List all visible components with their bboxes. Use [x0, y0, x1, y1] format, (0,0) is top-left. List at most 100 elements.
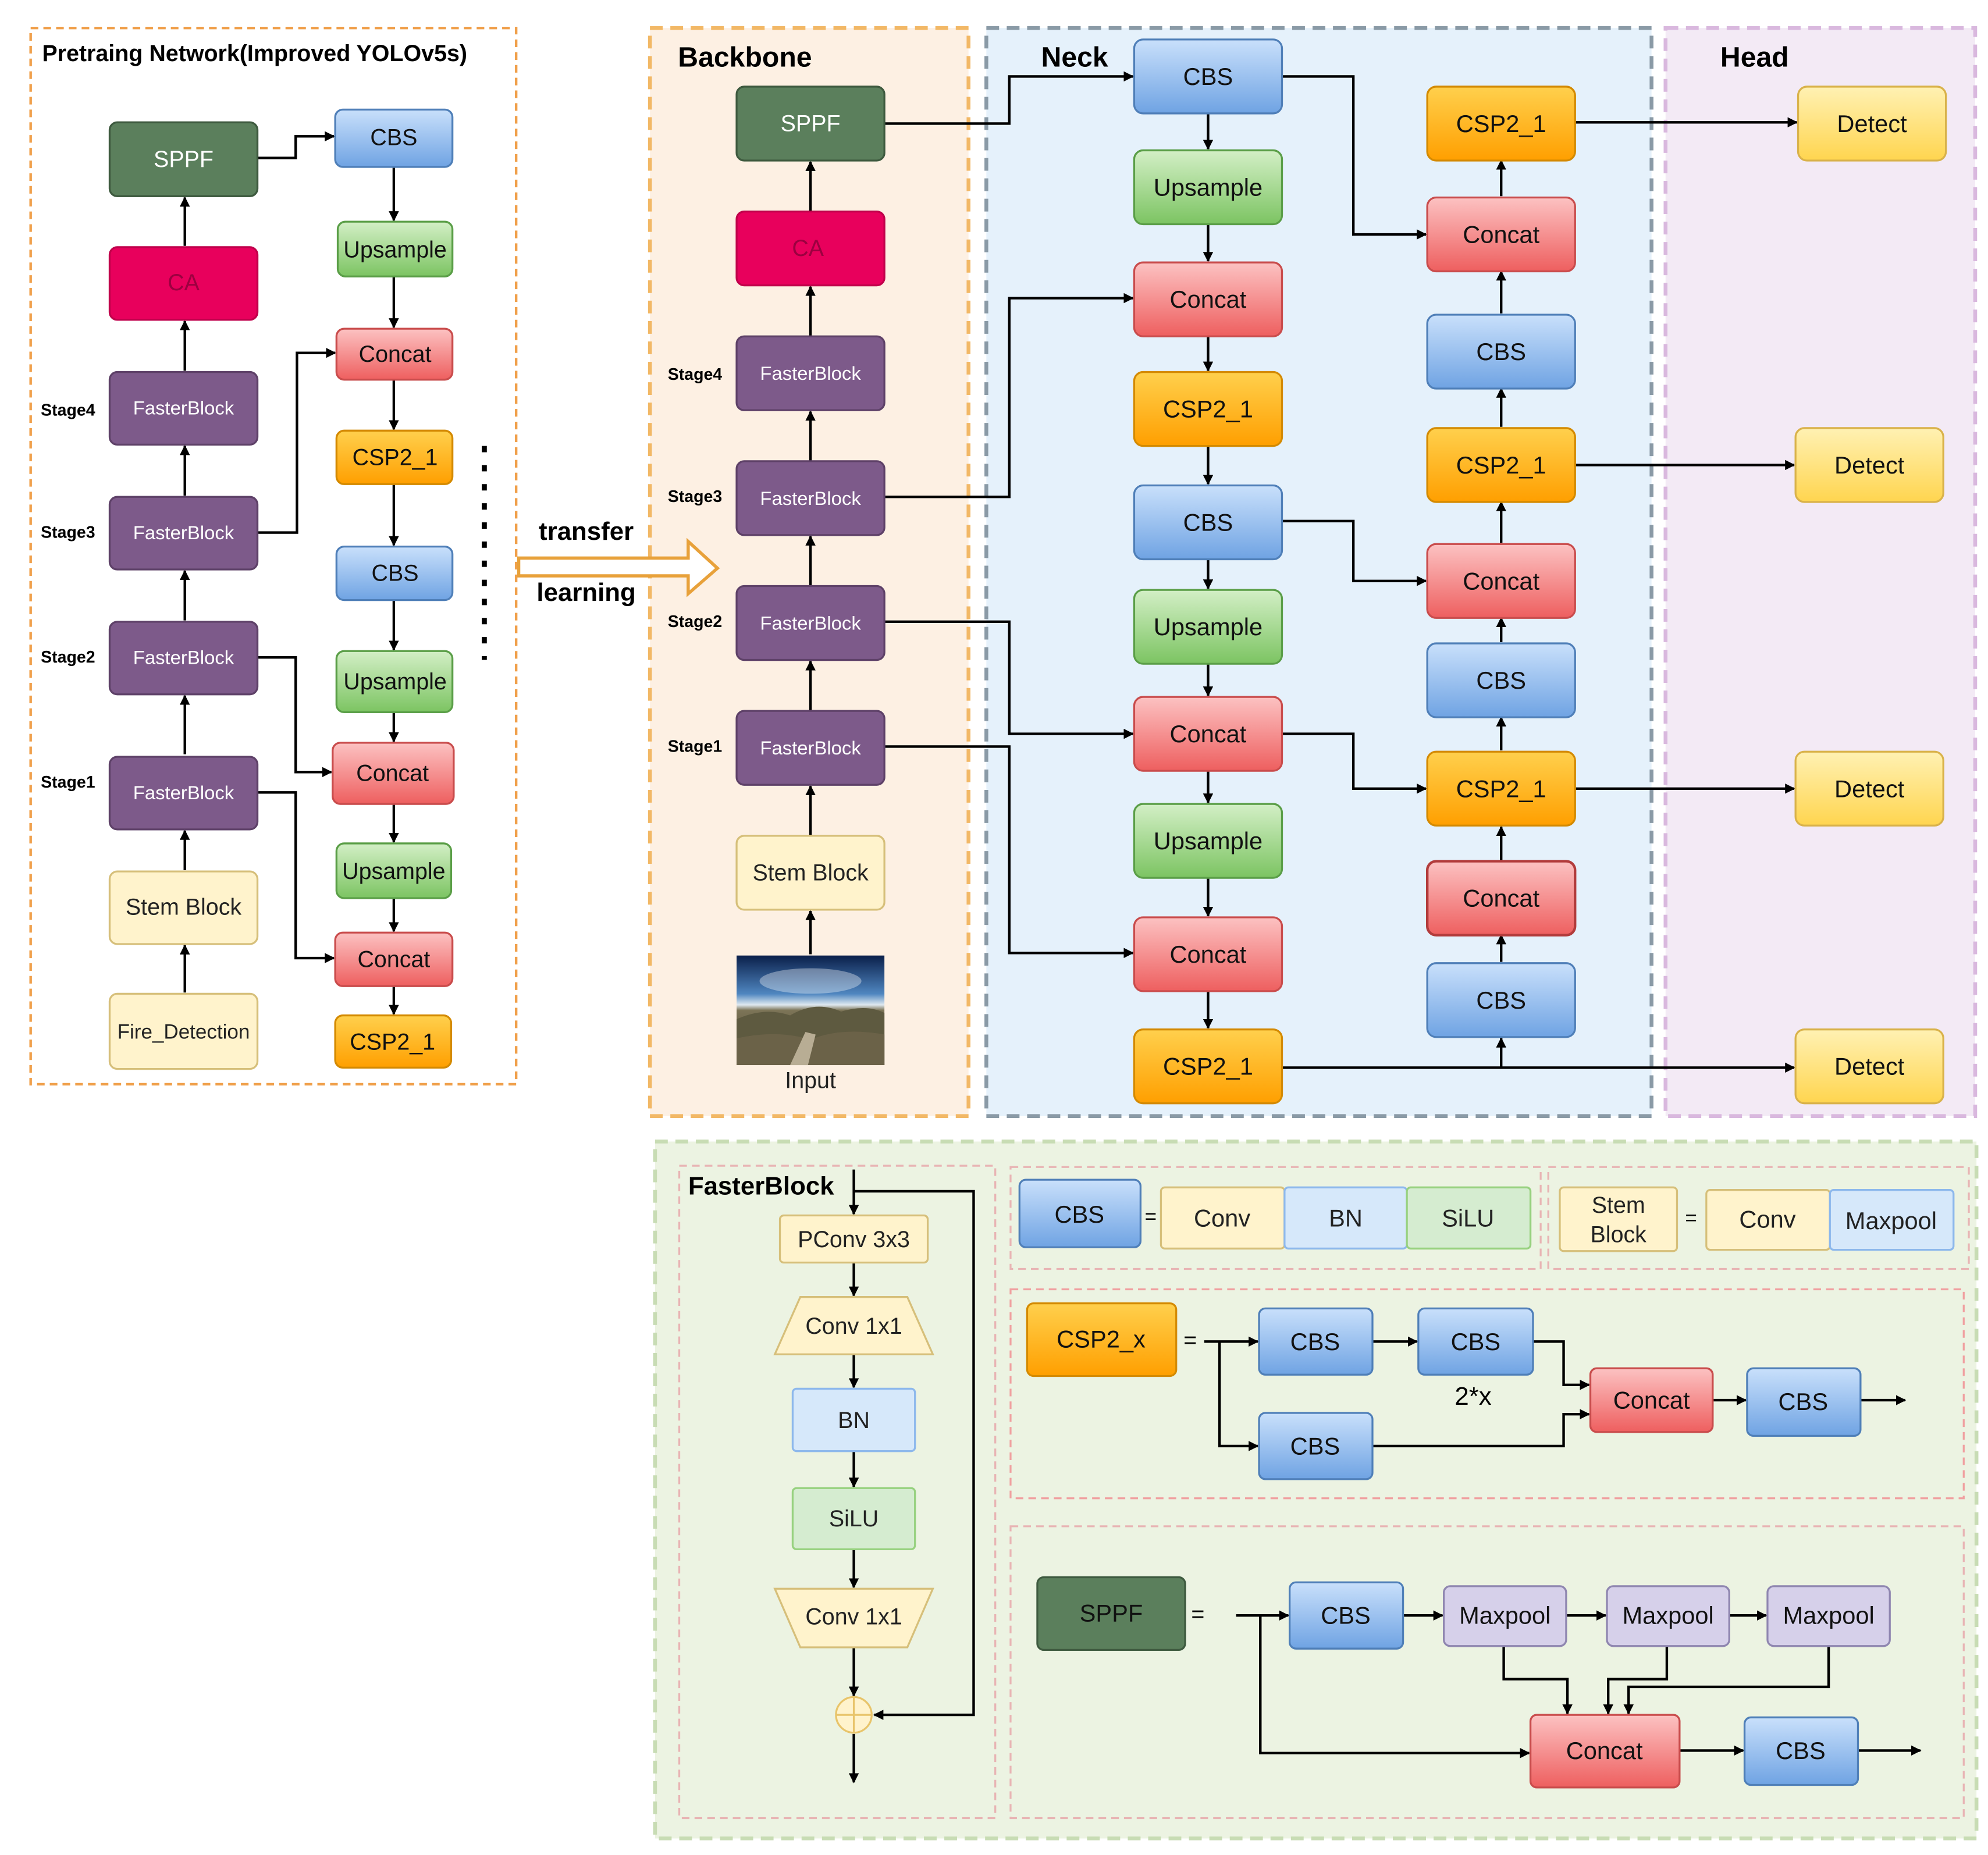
svg-text:Maxpool: Maxpool	[1459, 1602, 1550, 1629]
svg-text:Block: Block	[1591, 1222, 1647, 1247]
svg-text:CBS: CBS	[1476, 987, 1526, 1014]
legend-sppf-maxpool-3: Maxpool	[1766, 1585, 1891, 1647]
pretrain-fasterblock-1: FasterBlock	[108, 756, 259, 831]
legend-csp-repeat: 2*x	[1454, 1382, 1491, 1411]
svg-text:Maxpool: Maxpool	[1845, 1207, 1937, 1234]
svg-text:Upsample: Upsample	[343, 669, 446, 695]
svg-text:Maxpool: Maxpool	[1623, 1602, 1714, 1629]
svg-text:Detect: Detect	[1834, 775, 1905, 802]
neck-c2-csp-3: CSP2_1	[1426, 750, 1576, 827]
legend-stem-maxpool: Maxpool	[1829, 1189, 1955, 1251]
legend-cbs-bn: BN	[1283, 1186, 1408, 1250]
svg-text:FasterBlock: FasterBlock	[760, 737, 861, 759]
svg-text:CBS: CBS	[1779, 1388, 1829, 1415]
svg-text:SPPF: SPPF	[154, 147, 214, 172]
neck-c2-cbs-1: CBS	[1426, 314, 1576, 390]
svg-text:Concat: Concat	[359, 341, 432, 367]
svg-text:CBS: CBS	[1776, 1737, 1826, 1764]
backbone-title: Backbone	[678, 42, 812, 73]
svg-text:Detect: Detect	[1834, 451, 1905, 479]
backbone-stage1-label: Stage1	[668, 737, 723, 756]
detect-box-2: Detect	[1794, 427, 1944, 503]
svg-text:Conv: Conv	[1194, 1204, 1250, 1231]
legend-conv1x1-a: Conv 1x1	[773, 1296, 934, 1355]
svg-text:Stem Block: Stem Block	[752, 860, 869, 885]
legend-sppf-name: SPPF	[1036, 1576, 1186, 1651]
svg-text:CSP2_1: CSP2_1	[1456, 110, 1546, 137]
svg-text:Stem: Stem	[1592, 1192, 1645, 1218]
backbone-fasterblock-1: FasterBlock	[735, 710, 885, 786]
detect-box-3: Detect	[1794, 750, 1944, 827]
legend-conv1x1-b: Conv 1x1	[773, 1587, 934, 1649]
legend-csp-panel	[1009, 1288, 1965, 1500]
legend-sppf-cbs-a: CBS	[1288, 1581, 1404, 1650]
backbone-sppf-box: SPPF	[735, 86, 885, 162]
neck-c2-cbs-2: CBS	[1426, 642, 1576, 718]
transfer-learning-arrow	[517, 537, 720, 597]
svg-text:Concat: Concat	[1613, 1387, 1690, 1414]
legend-csp-concat: Concat	[1589, 1367, 1714, 1433]
svg-text:CSP2_x: CSP2_x	[1057, 1325, 1146, 1352]
legend-cbs-name: CBS	[1018, 1178, 1142, 1248]
svg-text:Stem Block: Stem Block	[126, 894, 242, 920]
legend-stem-name: Stem Block	[1559, 1186, 1678, 1252]
svg-text:CSP2_1: CSP2_1	[1163, 396, 1253, 423]
svg-text:CSP2_1: CSP2_1	[1456, 775, 1546, 802]
residual-add-icon	[835, 1696, 873, 1734]
pretrain-stage2-label: Stage2	[41, 648, 95, 667]
legend-silu-box: SiLU	[791, 1487, 916, 1550]
detect-box-1: Detect	[1797, 86, 1947, 162]
svg-text:CBS: CBS	[1054, 1201, 1104, 1228]
svg-text:FasterBlock: FasterBlock	[133, 522, 234, 543]
learning-label: learning	[536, 578, 635, 607]
svg-text:Concat: Concat	[356, 760, 429, 786]
backbone-stem-block: Stem Block	[735, 835, 885, 911]
head-panel	[1663, 26, 1978, 1118]
svg-text:Conv 1x1: Conv 1x1	[805, 1313, 902, 1339]
pretrain-concat-1: Concat	[335, 327, 454, 381]
svg-text:CBS: CBS	[1321, 1602, 1371, 1629]
svg-text:Upsample: Upsample	[1154, 613, 1262, 640]
svg-text:PConv 3x3: PConv 3x3	[798, 1227, 910, 1252]
legend-sppf-maxpool-2: Maxpool	[1606, 1585, 1730, 1647]
neck-c2-concat-1: Concat	[1426, 196, 1576, 273]
svg-text:Concat: Concat	[1463, 221, 1539, 248]
pretrain-cbs-2: CBS	[335, 545, 454, 601]
svg-text:CBS: CBS	[1476, 667, 1526, 694]
pretrain-stage3-label: Stage3	[41, 524, 95, 542]
svg-text:CBS: CBS	[1183, 63, 1233, 90]
backbone-fasterblock-2: FasterBlock	[735, 585, 885, 661]
svg-text:Upsample: Upsample	[342, 859, 445, 884]
legend-cbs-conv: Conv	[1160, 1186, 1286, 1250]
head-title: Head	[1720, 42, 1789, 73]
pretrain-upsample-1: Upsample	[336, 220, 454, 277]
svg-text:FasterBlock: FasterBlock	[760, 362, 861, 384]
svg-text:CBS: CBS	[370, 125, 417, 151]
svg-text:CBS: CBS	[1451, 1328, 1501, 1355]
legend-bn-box: BN	[791, 1387, 916, 1452]
svg-text:Maxpool: Maxpool	[1783, 1602, 1874, 1629]
svg-text:Upsample: Upsample	[1154, 827, 1262, 854]
svg-text:CSP2_1: CSP2_1	[1163, 1053, 1253, 1080]
svg-text:CBS: CBS	[372, 561, 419, 586]
svg-text:Concat: Concat	[1170, 941, 1247, 968]
svg-text:FasterBlock: FasterBlock	[760, 613, 861, 634]
pretrain-ca-box: CA	[108, 246, 259, 321]
svg-text:CBS: CBS	[1183, 509, 1233, 536]
svg-text:FasterBlock: FasterBlock	[133, 782, 234, 803]
svg-text:CBS: CBS	[1476, 338, 1526, 365]
neck-c1-upsample-1: Upsample	[1133, 149, 1283, 226]
neck-c2-csp-1: CSP2_1	[1426, 86, 1576, 162]
svg-text:Detect: Detect	[1834, 1053, 1905, 1080]
legend-sppf-maxpool-1: Maxpool	[1443, 1585, 1567, 1647]
transfer-label: transfer	[539, 517, 634, 546]
pretrain-fasterblock-2: FasterBlock	[108, 621, 259, 696]
svg-text:CSP2_1: CSP2_1	[1456, 451, 1546, 479]
svg-text:CA: CA	[168, 270, 200, 295]
pretrain-sppf-box: SPPF	[108, 121, 259, 197]
neck-c2-concat-3: Concat	[1425, 860, 1577, 937]
pretrain-fasterblock-4: FasterBlock	[108, 371, 259, 446]
svg-text:CBS: CBS	[1290, 1432, 1340, 1459]
legend-sppf-panel	[1009, 1525, 1965, 1820]
